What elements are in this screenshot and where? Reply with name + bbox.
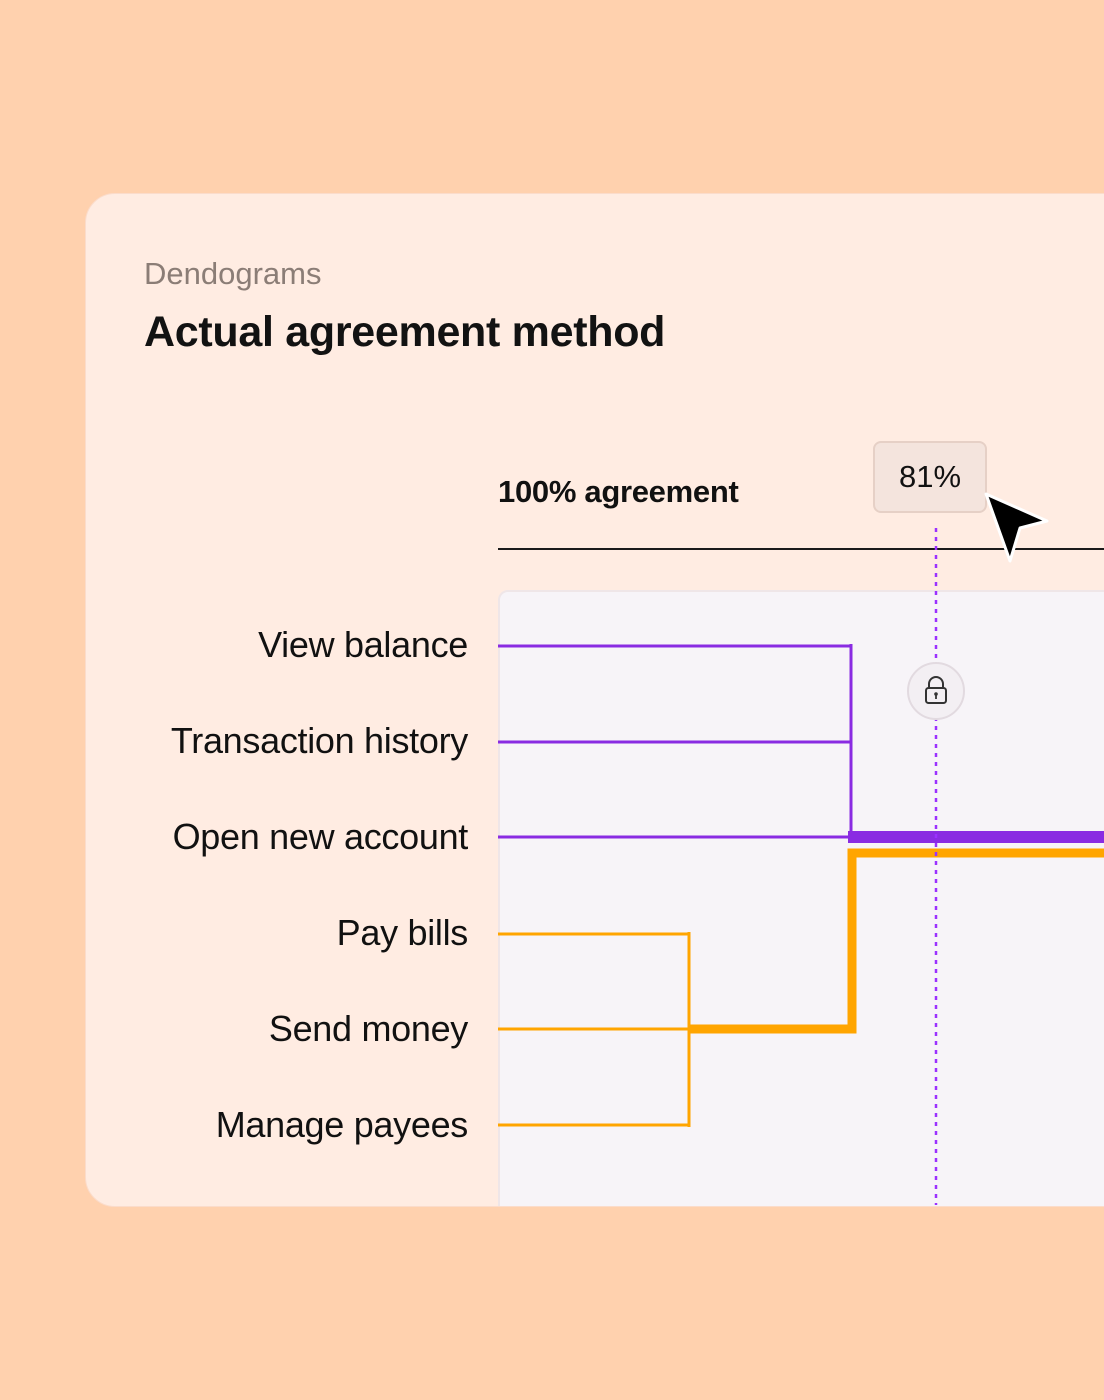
orange-cluster-links xyxy=(498,932,691,1127)
agreement-scale-line xyxy=(498,548,1104,550)
leaf-label-pay-bills: Pay bills xyxy=(336,912,469,953)
lock-icon[interactable] xyxy=(907,662,965,720)
leaf-label-send-money: Send money xyxy=(268,1008,468,1049)
link-orange-trunk xyxy=(689,848,1104,1034)
leaf-label-open-new-account: Open new account xyxy=(172,816,469,857)
leaf-label-transaction-history: Transaction history xyxy=(170,720,468,761)
dendrogram-plot-area xyxy=(498,590,1104,1206)
agreement-scale-label: 100% agreement xyxy=(498,474,739,509)
threshold-value-chip[interactable]: 81% xyxy=(873,441,987,513)
pointer-cursor-icon xyxy=(984,492,1049,563)
leaf-label-manage-payees: Manage payees xyxy=(215,1104,469,1145)
card-title: Actual agreement method xyxy=(144,308,666,356)
purple-cluster-links xyxy=(498,644,853,839)
leaf-label-view-balance: View balance xyxy=(258,624,468,665)
card-eyebrow: Dendograms xyxy=(144,256,322,291)
